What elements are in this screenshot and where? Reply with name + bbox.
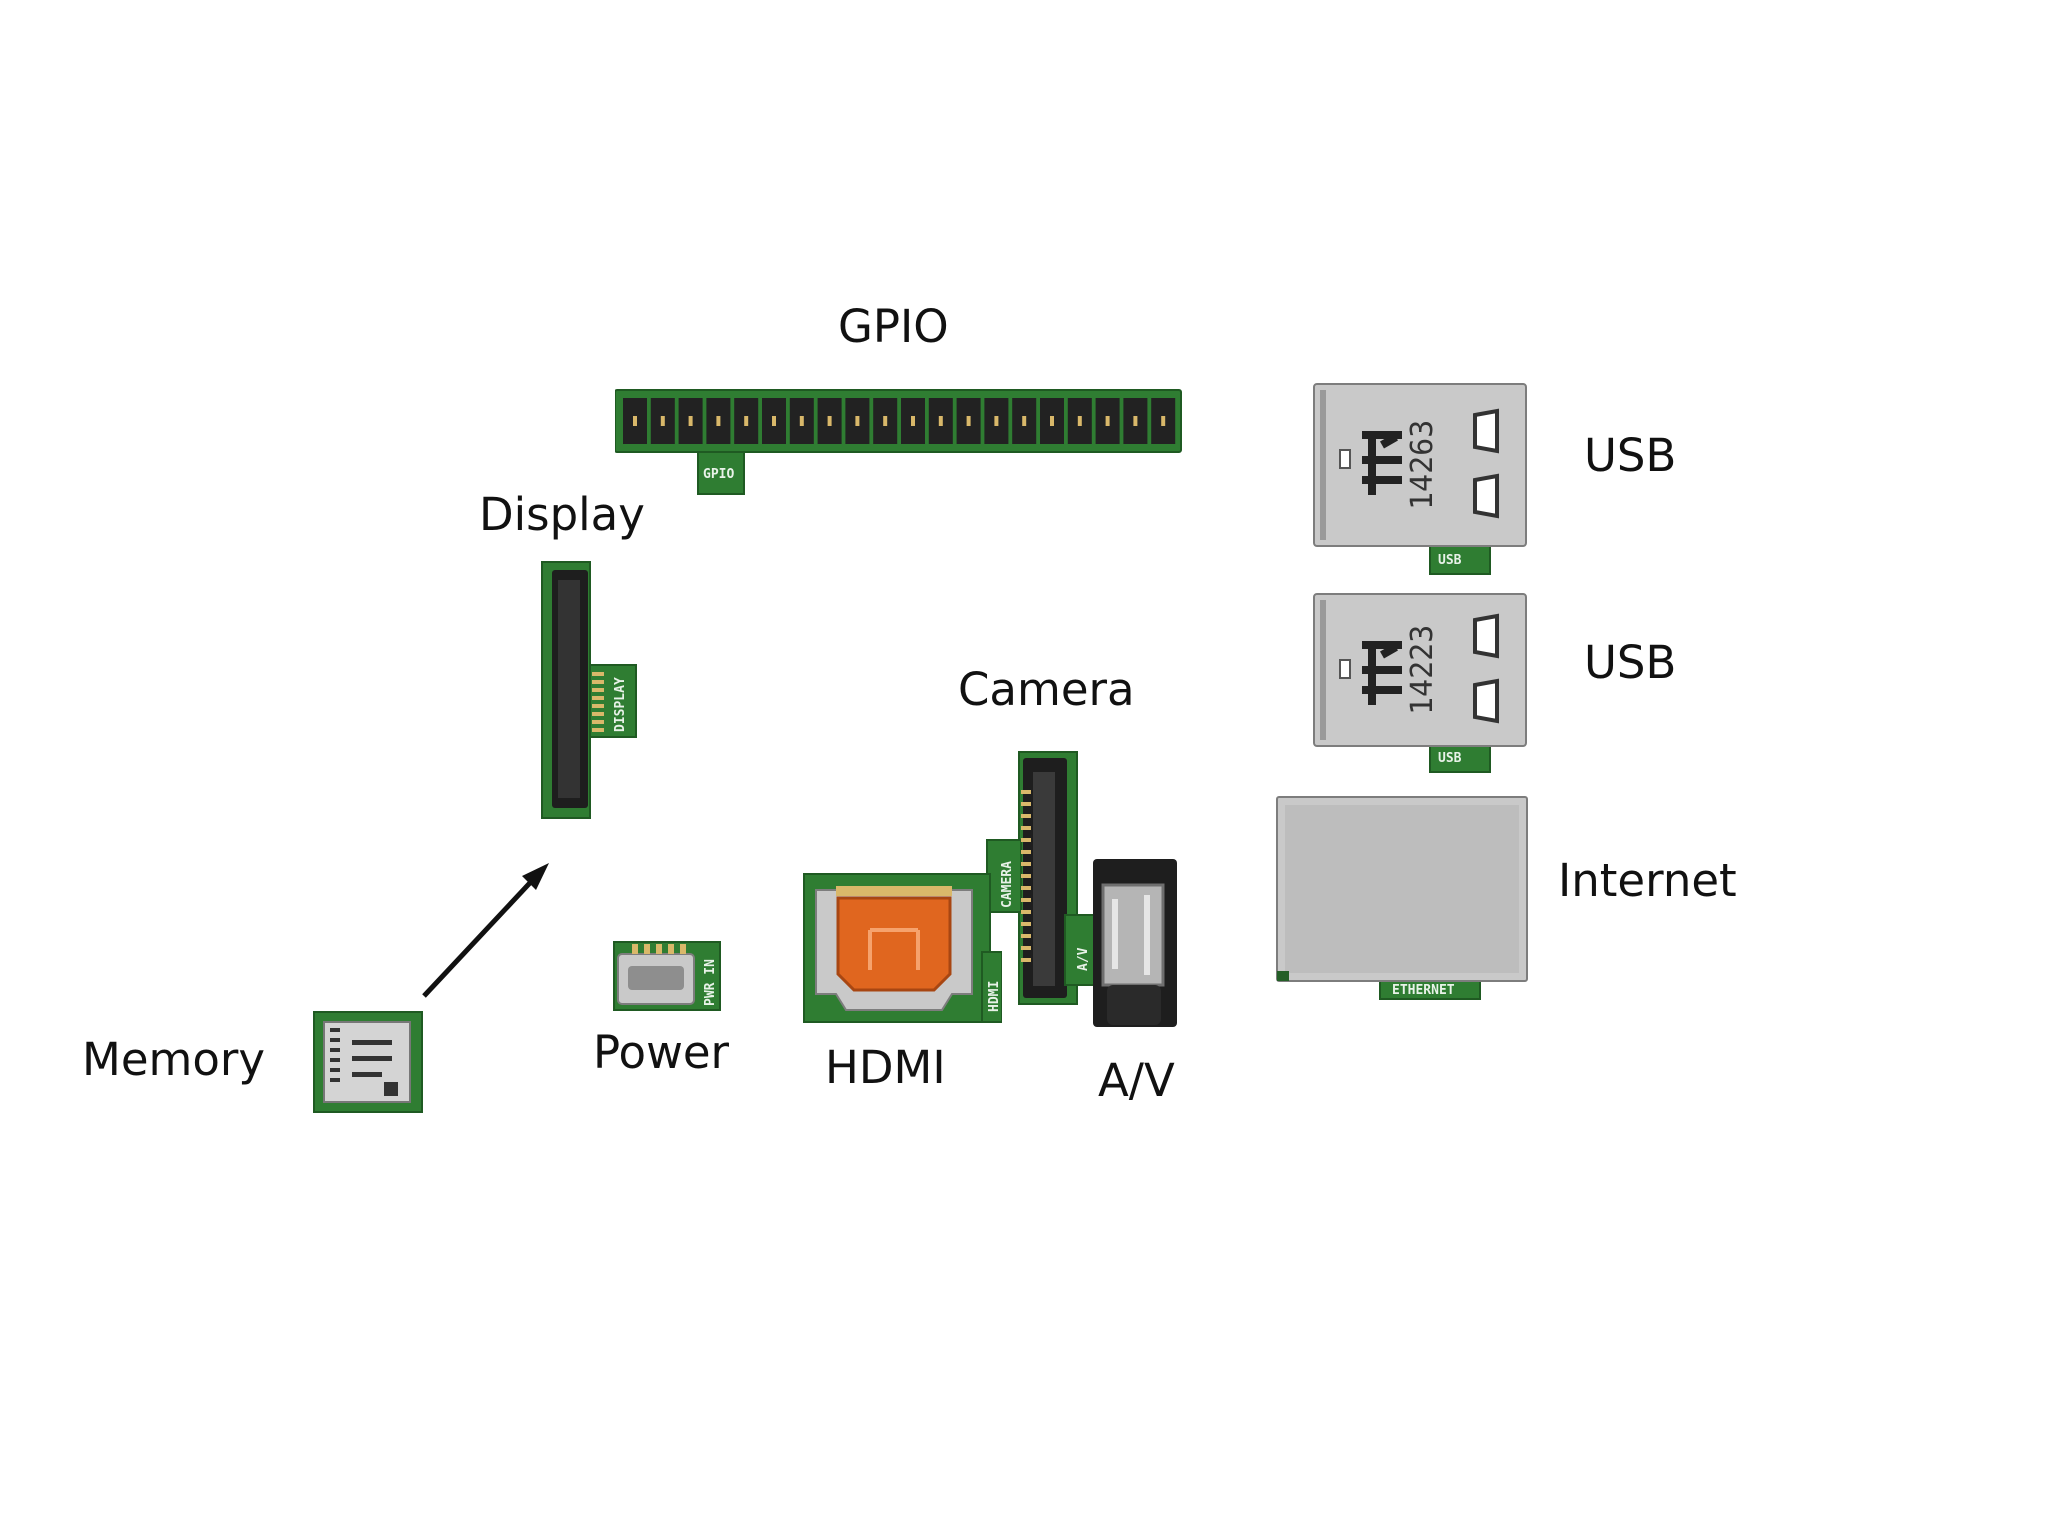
power-port: PWR IN xyxy=(613,941,721,1011)
gpio-header: GPIO xyxy=(615,389,1182,495)
usb-bottom-code: 14223 xyxy=(1405,625,1440,715)
camera-pin xyxy=(1021,802,1031,806)
gpio-pin xyxy=(772,416,776,426)
gpio-pin xyxy=(1161,416,1166,426)
gpio-pin xyxy=(883,416,888,426)
usb-top-code: 14263 xyxy=(1405,420,1440,510)
usb-bottom-label: USB xyxy=(1584,636,1677,689)
camera-pin xyxy=(1021,790,1031,794)
gpio-pin xyxy=(688,416,693,426)
usb-top-silkscreen: USB xyxy=(1438,553,1462,568)
display-connector: DISPLAY xyxy=(541,561,637,819)
camera-pin xyxy=(1021,838,1031,842)
camera-pin xyxy=(1021,922,1031,926)
internet-label: Internet xyxy=(1558,854,1737,907)
av-label: A/V xyxy=(1098,1054,1175,1107)
camera-pin xyxy=(1021,946,1031,950)
camera-pin xyxy=(1021,874,1031,878)
gpio-silkscreen: GPIO xyxy=(703,467,734,482)
gpio-pin xyxy=(855,416,860,426)
hdmi-port: HDMI xyxy=(803,873,1002,1023)
gpio-pin xyxy=(1133,416,1138,426)
memory-to-display-arrow xyxy=(422,863,549,998)
camera-pin xyxy=(1021,898,1031,902)
gpio-pin xyxy=(827,416,832,426)
gpio-pin xyxy=(660,416,665,426)
usb-top-label: USB xyxy=(1584,429,1677,482)
usb-bottom-silkscreen: USB xyxy=(1438,751,1462,766)
camera-pin xyxy=(1021,814,1031,818)
camera-pin xyxy=(1021,886,1031,890)
gpio-pin xyxy=(994,416,999,426)
usb-port-bottom: USB 14223 xyxy=(1313,593,1527,773)
power-silkscreen: PWR IN xyxy=(703,959,718,1006)
gpio-pin xyxy=(744,416,749,426)
gpio-pin xyxy=(1077,416,1082,426)
hdmi-silkscreen: HDMI xyxy=(987,981,1002,1012)
camera-label: Camera xyxy=(958,663,1135,716)
camera-pin xyxy=(1021,862,1031,866)
gpio-pin xyxy=(938,416,943,426)
gpio-pin xyxy=(716,416,721,426)
camera-pin xyxy=(1021,910,1031,914)
camera-pin xyxy=(1021,934,1031,938)
display-label: Display xyxy=(479,488,645,541)
gpio-pin xyxy=(911,416,915,426)
gpio-pin xyxy=(1022,416,1027,426)
gpio-pin xyxy=(799,416,804,426)
gpio-label: GPIO xyxy=(838,300,949,353)
memory-card-slot xyxy=(313,1011,423,1113)
ethernet-port: ETHERNET xyxy=(1276,796,1528,1000)
display-silkscreen: DISPLAY xyxy=(613,677,628,732)
camera-silkscreen: CAMERA xyxy=(1000,861,1015,908)
camera-connector: CAMERA xyxy=(986,751,1078,1005)
usb-port-top: USB 14263 xyxy=(1313,383,1527,575)
camera-pin xyxy=(1021,826,1031,830)
camera-pin xyxy=(1021,958,1031,962)
hdmi-label: HDMI xyxy=(825,1041,946,1094)
camera-pin xyxy=(1021,850,1031,854)
gpio-pin xyxy=(966,416,971,426)
power-label: Power xyxy=(593,1026,730,1079)
gpio-pin xyxy=(633,416,637,426)
av-jack: A/V xyxy=(1064,859,1177,1027)
memory-label: Memory xyxy=(82,1033,266,1086)
ethernet-silkscreen: ETHERNET xyxy=(1392,983,1455,998)
gpio-pin xyxy=(1050,416,1054,426)
gpio-pin xyxy=(1105,416,1110,426)
av-silkscreen: A/V xyxy=(1076,947,1091,971)
